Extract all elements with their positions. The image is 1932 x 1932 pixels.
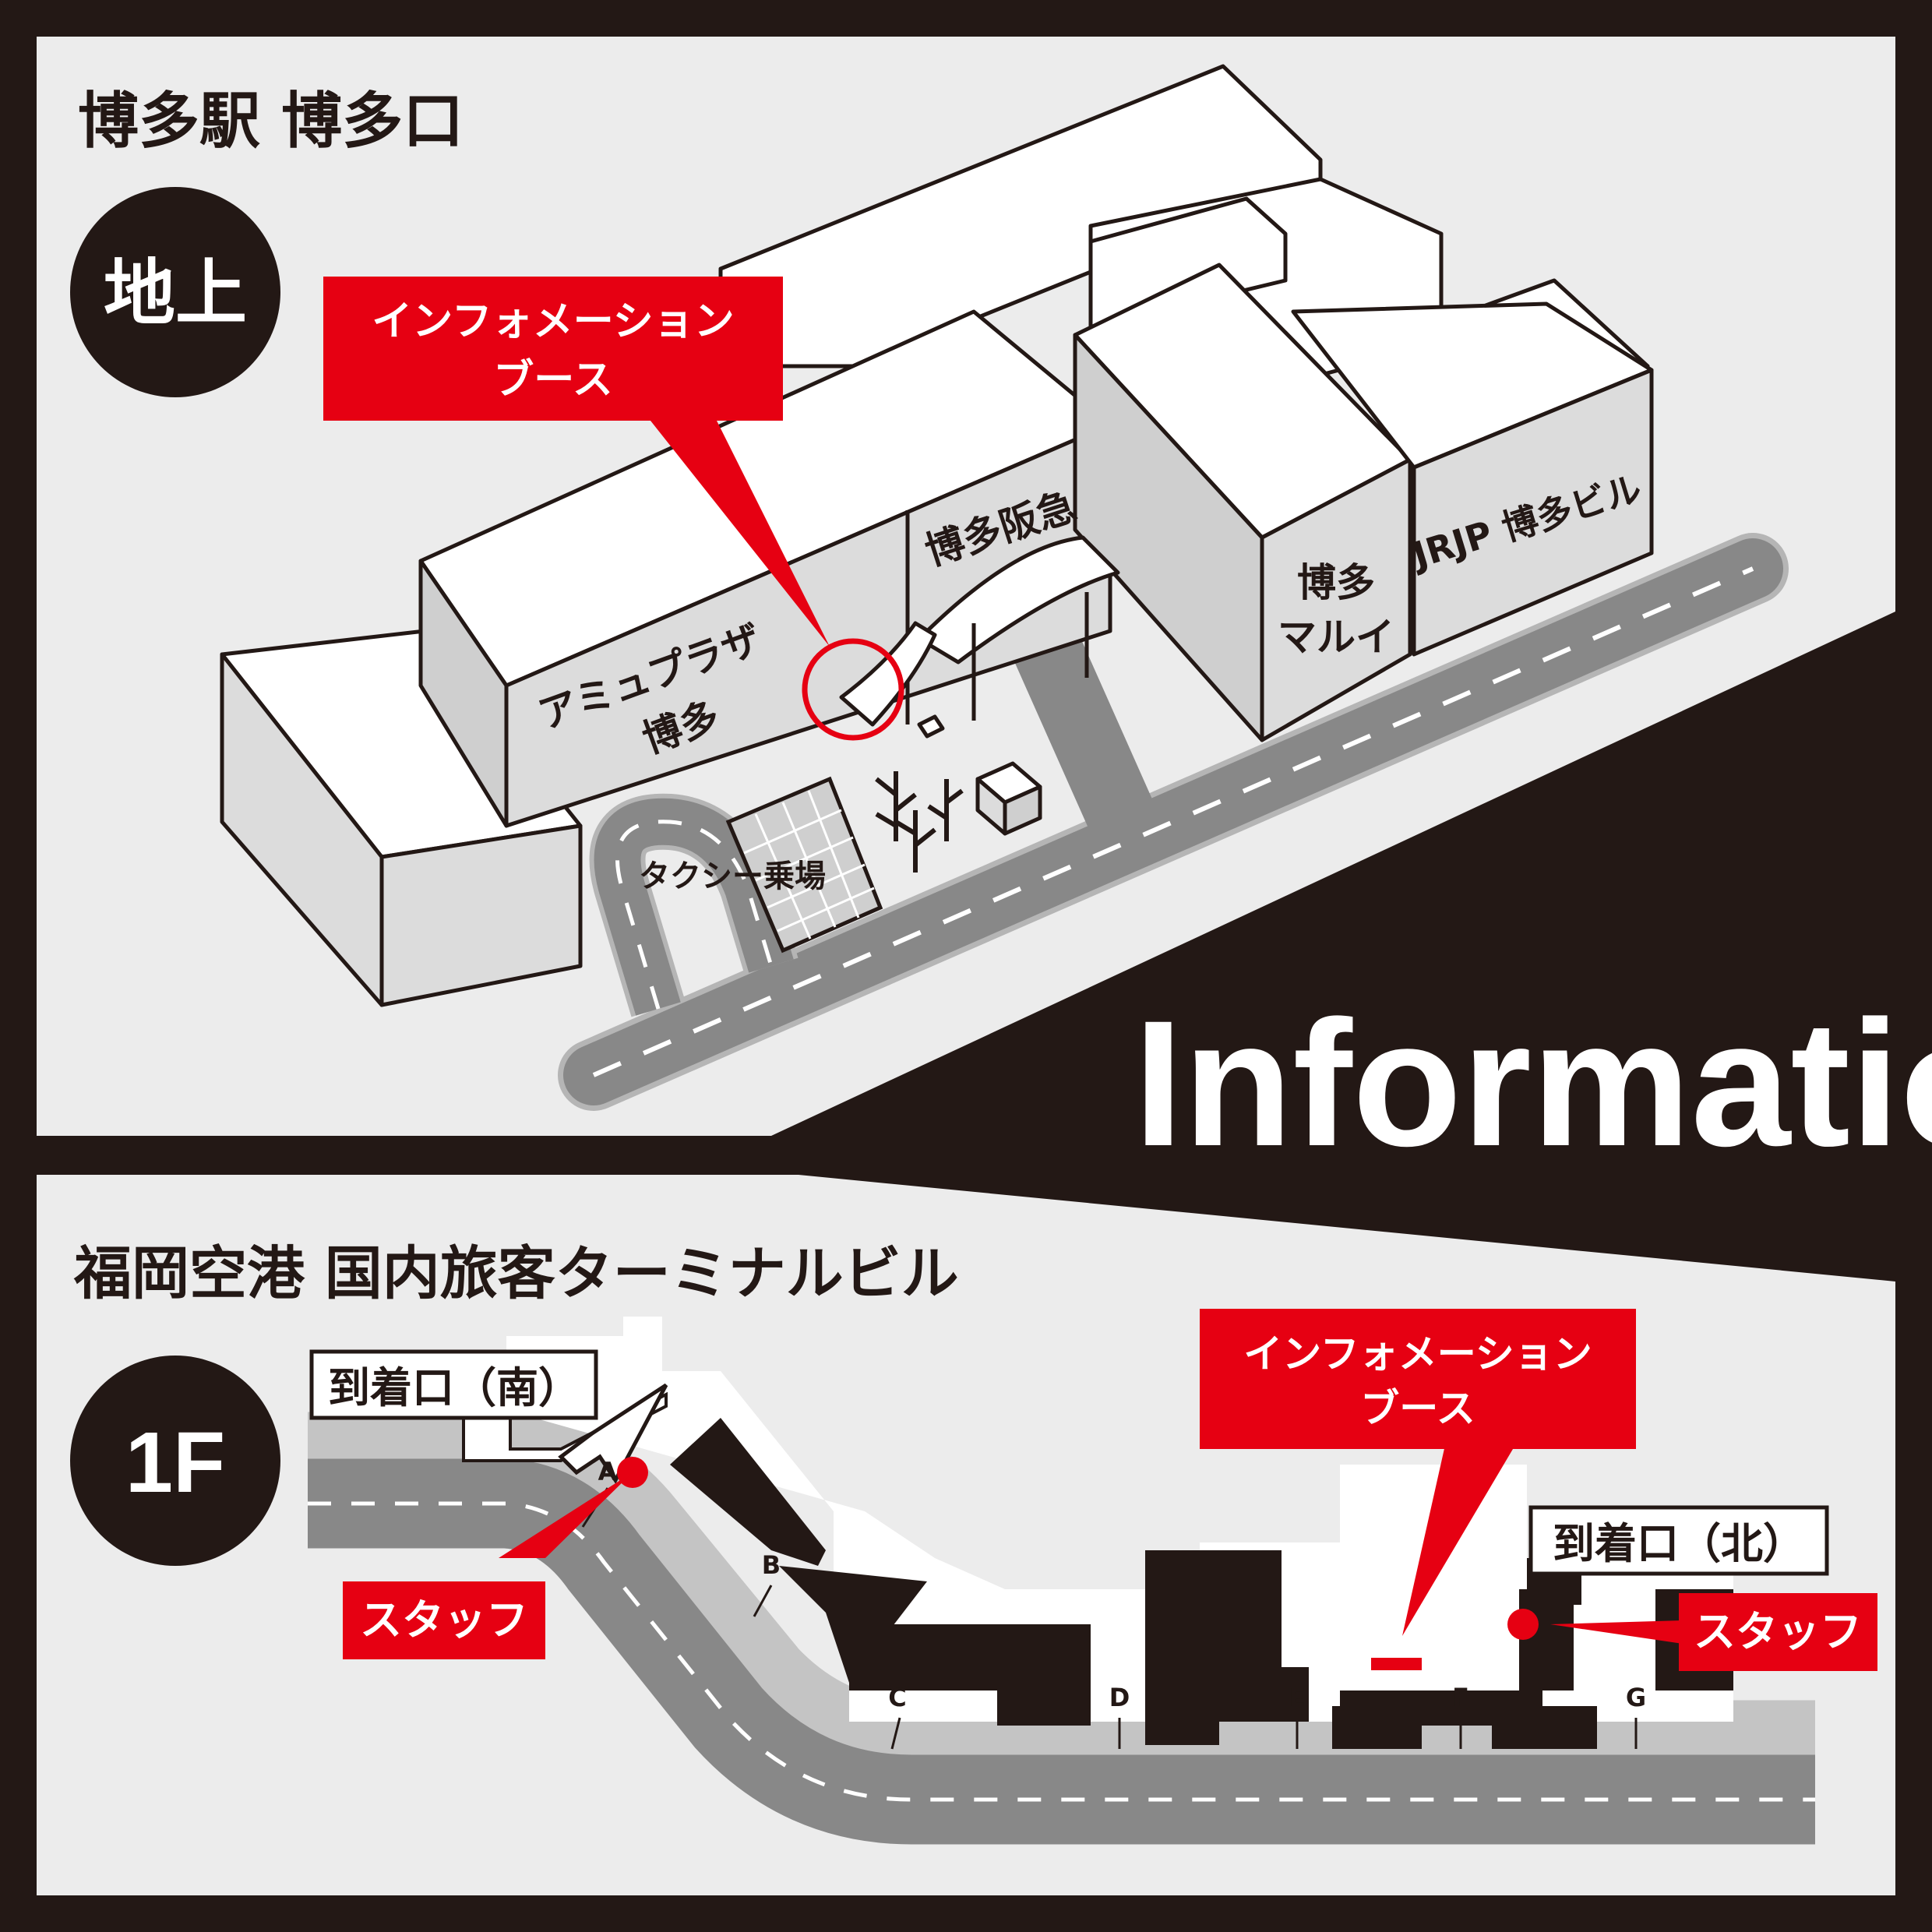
gate-b: B xyxy=(762,1550,781,1580)
staff-left-label: スタッフ xyxy=(360,1595,528,1645)
gate-e: E xyxy=(1289,1683,1306,1712)
arrival-north: 到着口（北） xyxy=(1528,1505,1829,1576)
taxi-parking-grid xyxy=(725,776,883,954)
staff-marker-right xyxy=(1507,1609,1539,1640)
label-marui-line1: 博多 xyxy=(1297,560,1375,605)
gate-f: F xyxy=(1452,1683,1469,1712)
airport-callout-box xyxy=(1200,1309,1636,1449)
airport-title: 福岡空港 国内旅客ターミナルビル xyxy=(73,1240,959,1307)
tree-icons xyxy=(875,771,964,873)
hakata-badge-text: 地上 xyxy=(104,252,247,335)
label-marui-line2: マルイ xyxy=(1278,615,1394,660)
staff-right-box xyxy=(1679,1593,1877,1671)
airport-callout-pointer xyxy=(1402,1445,1515,1636)
airport-callout-line1: インフォメーション xyxy=(1243,1331,1592,1377)
info-booth-marker-circle xyxy=(802,638,904,741)
arrival-south: 到着口（南） xyxy=(309,1349,668,1462)
staff-left-pointer xyxy=(499,1472,633,1558)
hakata-road xyxy=(558,533,1789,1111)
gate-a: A xyxy=(598,1457,618,1486)
gate-g: G xyxy=(1626,1683,1646,1712)
staff-right-label: スタッフ xyxy=(1694,1607,1862,1656)
hakata-callout-pointer xyxy=(650,421,830,647)
hakata-callout-box xyxy=(323,277,783,421)
hakata-badge xyxy=(70,187,280,397)
staff-left-box xyxy=(343,1581,545,1659)
airport-callout-line2: ブース xyxy=(1360,1386,1475,1431)
gate-c: C xyxy=(888,1683,906,1712)
hakata-callout-line1: インフォメーション xyxy=(372,298,734,345)
hakata-buildings xyxy=(220,64,1654,1007)
staff-right-pointer xyxy=(1550,1620,1683,1644)
info-booth-marker xyxy=(1371,1658,1422,1670)
label-taxi: タクシー乗場 xyxy=(639,858,826,894)
arrival-north-label: 到着口（北） xyxy=(1553,1519,1805,1568)
airport-road xyxy=(308,1412,1815,1845)
airport-badge xyxy=(70,1356,280,1566)
airport-badge-text: 1F xyxy=(125,1415,225,1511)
gate-d: D xyxy=(1109,1683,1130,1712)
hakata-title: 博多駅 博多口 xyxy=(78,86,464,157)
hakata-callout-line2: ブース xyxy=(493,357,612,404)
arrival-south-label: 到着口（南） xyxy=(328,1363,580,1412)
information-heading: Information xyxy=(1133,983,1932,1183)
arrival-south-arrow xyxy=(558,1383,668,1484)
